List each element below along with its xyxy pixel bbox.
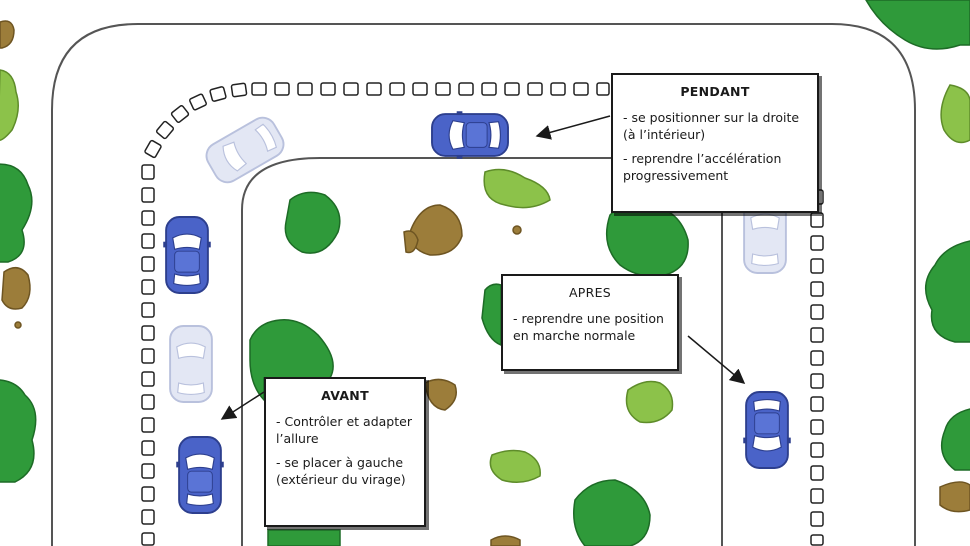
callout-apres: APRES - reprendre une position en marche… — [501, 274, 679, 371]
callout-text: - se placer à gauche (extérieur du virag… — [276, 454, 406, 488]
tree-icon — [0, 0, 970, 483]
callout-title: PENDANT — [680, 84, 750, 99]
callout-text: - Contrôler et adapter l’allure — [276, 413, 412, 447]
callout-pendant: PENDANT - se positionner sur la droite (… — [611, 73, 819, 213]
callout-text: - se positionner sur la droite (à l’inté… — [623, 109, 800, 143]
callout-text: - reprendre une position en marche norma… — [513, 310, 664, 344]
curb-markings — [141, 82, 824, 546]
callout-text: - reprendre l’accélération progressiveme… — [623, 150, 782, 184]
road-outer-edge — [51, 23, 916, 546]
bush-icon — [0, 69, 970, 483]
callout-title: APRES — [568, 285, 612, 300]
road-inner-edge — [241, 157, 612, 546]
arrow-icon — [220, 115, 746, 420]
callout-avant: AVANT - Contrôler et adapter l’allure - … — [264, 377, 426, 527]
tree-icon — [249, 191, 689, 546]
callout-title: AVANT — [321, 388, 369, 403]
rock-icon — [0, 20, 970, 546]
